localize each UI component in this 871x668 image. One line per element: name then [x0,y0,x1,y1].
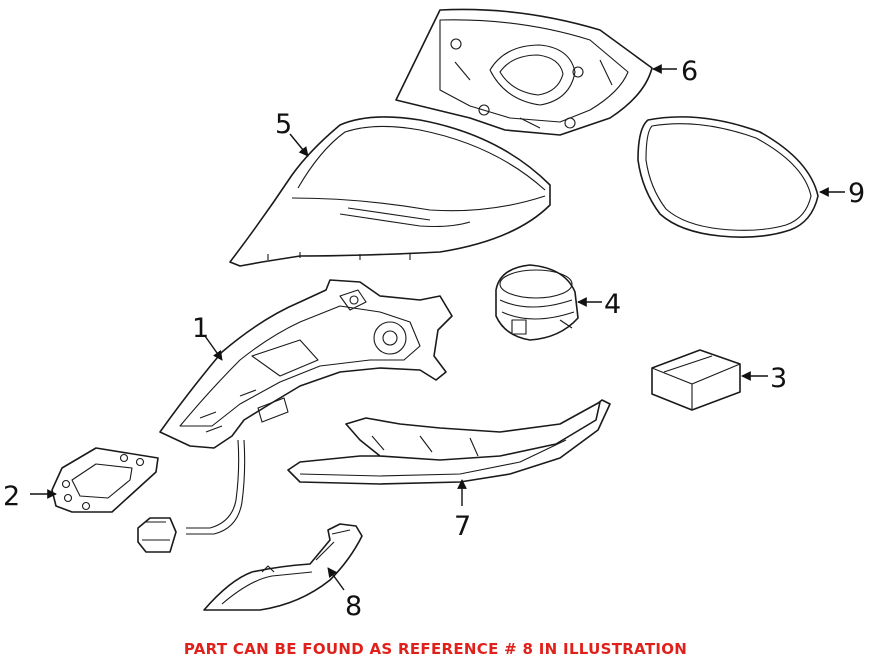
leader-lines [30,64,845,591]
callout-5: 5 [275,109,292,140]
part-7-lower-trim [287,399,611,485]
part-8-signal-lens [203,523,363,611]
callout-1: 1 [192,313,209,344]
part-2-plate [51,447,159,513]
callout-3: 3 [770,363,787,394]
callout-2: 2 [3,481,20,512]
part-1-base-bracket [137,279,453,553]
callout-6: 6 [681,56,698,87]
callout-8: 8 [345,591,362,622]
part-9-mirror-glass [637,116,819,238]
reference-caption: PART CAN BE FOUND AS REFERENCE # 8 IN IL… [183,640,688,658]
callout-4: 4 [604,289,621,320]
part-6-mirror-housing [395,8,653,136]
callout-9: 9 [848,178,865,209]
part-5-mirror-cap [229,116,551,267]
callout-7: 7 [454,511,471,542]
part-3-module-box [651,349,741,411]
part-4-actuator [495,264,579,341]
